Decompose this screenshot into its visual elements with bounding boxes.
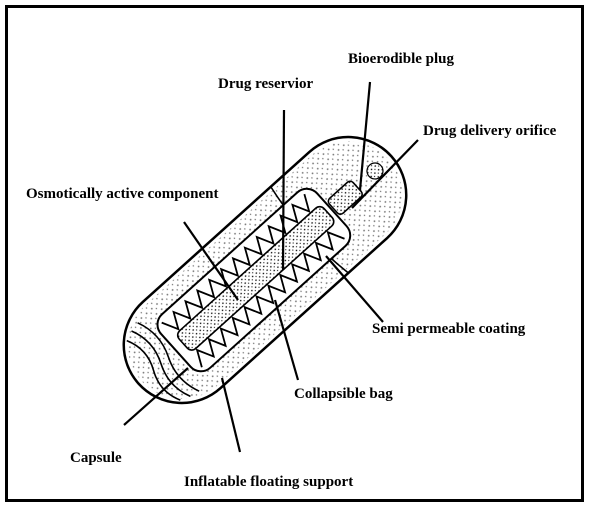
label-osmotically-active-component: Osmotically active component: [26, 186, 218, 202]
leader-inflatable-floating-support: [222, 378, 240, 452]
label-inflatable-floating-support: Inflatable floating support: [184, 474, 353, 490]
label-capsule: Capsule: [70, 450, 122, 466]
label-bioerodible-plug: Bioerodible plug: [348, 51, 454, 67]
label-semi-permeable-coating: Semi permeable coating: [372, 321, 526, 337]
leader-drug-reservoir: [283, 110, 284, 270]
capsule-body: [100, 113, 430, 427]
label-drug-reservoir: Drug reservior: [218, 76, 313, 92]
label-drug-delivery-orifice: Drug delivery orifice: [423, 123, 557, 139]
label-collapsible-bag: Collapsible bag: [294, 386, 393, 402]
